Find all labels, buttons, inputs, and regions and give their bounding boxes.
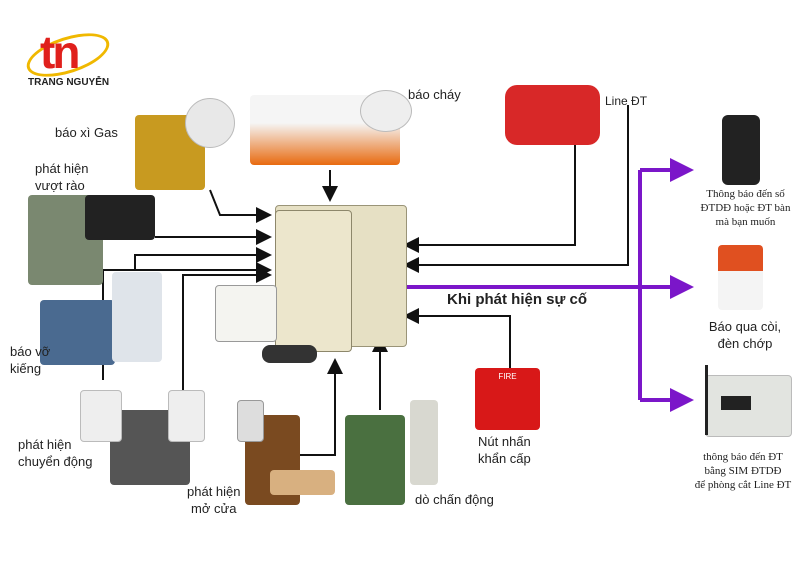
glass-break-sensor: [112, 272, 162, 362]
arrow-motion2: [182, 267, 272, 390]
label-gas: báo xì Gas: [55, 125, 118, 140]
arrow-panic: [403, 308, 511, 370]
vibration-sensor: [410, 400, 438, 485]
motion-sensor-1: [80, 390, 122, 442]
label-motion-1: phát hiện: [18, 437, 72, 452]
remote-controls: [262, 345, 317, 363]
sim-dialer: [705, 375, 792, 437]
label-notify-1: Thông báo đến số: [706, 188, 785, 200]
logo: tn TRANG NGUYỄN: [20, 24, 115, 90]
glass-break-image: [40, 300, 115, 365]
arrow-door: [300, 358, 343, 456]
mobile-phone: [722, 115, 760, 185]
door-contact: [237, 400, 264, 442]
label-notify-2: ĐTDĐ hoặc ĐT bàn: [700, 202, 791, 214]
vibration-image: [345, 415, 405, 505]
label-motion: phát hiện chuyển động: [18, 436, 92, 470]
gas-detector: [185, 98, 235, 148]
label-fire: báo cháy: [408, 87, 461, 102]
label-fence-1: phát hiện: [35, 161, 89, 176]
label-fence: phát hiện vượt rào: [35, 160, 89, 194]
label-glass: báo vỡ kiếng: [10, 343, 50, 377]
control-panel-door: [275, 210, 352, 352]
label-door-1: phát hiện: [187, 484, 241, 499]
label-door: phát hiện mở cửa: [187, 483, 241, 517]
label-glass-2: kiếng: [10, 361, 42, 376]
smoke-detector: [360, 90, 412, 132]
magnetic-contacts: [270, 470, 335, 495]
fire-button-text: FIRE: [498, 372, 517, 381]
arrow-glass: [134, 247, 272, 270]
label-siren-1: Báo qua còi,: [708, 319, 782, 334]
label-siren: Báo qua còi, đèn chớp: [700, 318, 790, 352]
label-panic-1: Nút nhấn: [478, 434, 531, 449]
antenna: [705, 365, 708, 435]
arrow-line-out: [403, 105, 629, 273]
logo-mark: tn: [40, 26, 80, 78]
label-notify-phone: Thông báo đến số ĐTDĐ hoặc ĐT bàn mà bạn m…: [693, 187, 798, 229]
motion-sensor-2: [168, 390, 205, 442]
siren-strobe: [718, 245, 763, 310]
label-notify-3: mà bạn muốn: [715, 216, 776, 228]
telephone: [505, 85, 600, 145]
arrow-line: [403, 140, 576, 253]
label-sim-2: bằng SIM ĐTDĐ: [704, 465, 782, 477]
label-line: Line ĐT: [605, 94, 648, 108]
label-sim-3: để phòng cắt Line ĐT: [694, 479, 792, 491]
label-sim: thông báo đến ĐT bằng SIM ĐTDĐ để phòng cắ…: [688, 450, 798, 492]
keypad: [215, 285, 277, 342]
label-siren-2: đèn chớp: [717, 336, 773, 351]
logo-text: TRANG NGUYỄN: [28, 77, 110, 88]
label-sim-1: thông báo đến ĐT: [703, 451, 783, 463]
fire-button: FIRE: [475, 368, 540, 430]
label-fence-2: vượt rào: [35, 178, 85, 193]
beam-sensors: [85, 195, 155, 240]
label-vibration: dò chấn động: [415, 492, 494, 507]
label-motion-2: chuyển động: [18, 454, 93, 469]
label-panic-2: khẩn cấp: [478, 451, 531, 466]
sim-dialer-screen: [721, 396, 751, 410]
label-glass-1: báo vỡ: [10, 344, 51, 359]
arrow-gas: [209, 189, 272, 223]
label-incident: Khi phát hiện sự cố: [447, 291, 588, 308]
label-panic: Nút nhấn khẩn cấp: [478, 433, 531, 467]
label-door-2: mở cửa: [191, 501, 237, 516]
